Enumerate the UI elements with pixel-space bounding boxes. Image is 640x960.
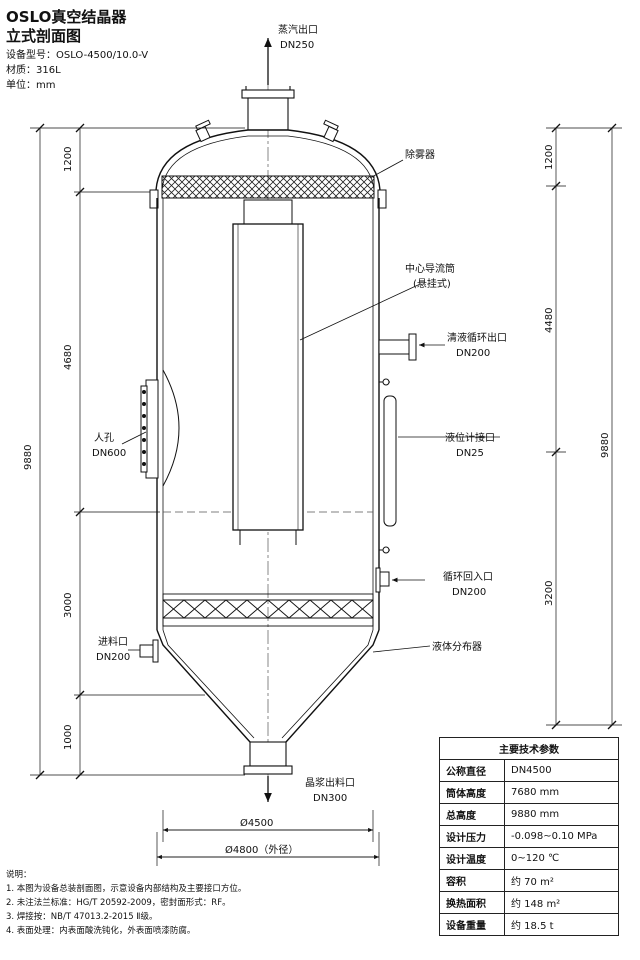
level-gauge-dn: DN25 bbox=[456, 448, 484, 459]
table-row: 容积约 70 m² bbox=[439, 869, 619, 892]
model-number: 设备型号：OSLO-4500/10.0-V bbox=[6, 50, 149, 61]
top-head bbox=[155, 129, 381, 191]
spec-value: 0~120 ℃ bbox=[504, 847, 619, 870]
spec-key: 公称直径 bbox=[439, 759, 505, 782]
slurry-outlet-dn: DN300 bbox=[313, 793, 347, 804]
spec-value: 9880 mm bbox=[504, 803, 619, 826]
slurry-outlet-nozzle bbox=[243, 741, 293, 775]
liquor-outlet-dn: DN200 bbox=[456, 348, 490, 359]
drawing-subtitle: 立式剖面图 bbox=[6, 27, 82, 45]
level-gauge bbox=[379, 378, 397, 554]
spec-table-title: 主要技术参数 bbox=[439, 737, 619, 760]
dim-outer-diameter: Ø4800（外径） bbox=[225, 843, 298, 856]
center-draft-tube bbox=[232, 199, 304, 545]
dim-left-3000: 3000 bbox=[63, 593, 74, 618]
unit-spec: 单位：mm bbox=[6, 80, 56, 91]
return-inlet-dn: DN200 bbox=[452, 587, 486, 598]
notes-title: 说明： bbox=[6, 870, 32, 880]
spec-value: 7680 mm bbox=[504, 781, 619, 804]
spec-key: 筒体高度 bbox=[439, 781, 505, 804]
note-4: 4. 表面处理：内表面酸洗钝化，外表面喷漆防腐。 bbox=[6, 926, 196, 936]
dim-left-1000: 1000 bbox=[63, 725, 74, 750]
feed-inlet-label: 进料口 bbox=[98, 635, 128, 648]
table-row: 换热面积约 148 m² bbox=[439, 891, 619, 914]
dim-inner-diameter: Ø4500 bbox=[240, 817, 273, 829]
table-row: 设备重量约 18.5 t bbox=[439, 913, 619, 936]
dim-right-4480: 4480 bbox=[544, 308, 555, 333]
note-1: 1. 本图为设备总装剖面图，示意设备内部结构及主要接口方位。 bbox=[6, 884, 247, 894]
body-flange-left bbox=[149, 189, 159, 209]
notes-block: 说明： 1. 本图为设备总装剖面图，示意设备内部结构及主要接口方位。 2. 未注… bbox=[6, 868, 246, 938]
spec-key: 总高度 bbox=[439, 803, 505, 826]
dim-right-total: 9880 bbox=[600, 433, 611, 458]
slurry-outlet-label: 晶浆出料口 bbox=[305, 776, 355, 789]
spec-value: 约 70 m² bbox=[504, 869, 619, 892]
return-inlet-nozzle bbox=[375, 567, 390, 593]
head-nozzle-left bbox=[195, 119, 211, 143]
head-nozzle-right bbox=[323, 119, 339, 143]
demister-label: 除雾器 bbox=[405, 148, 435, 161]
feed-inlet-nozzle bbox=[139, 639, 159, 663]
spec-key: 设备重量 bbox=[439, 913, 505, 936]
dim-right-1200: 1200 bbox=[544, 145, 555, 170]
note-3: 3. 焊接按：NB/T 47013.2-2015 Ⅱ级。 bbox=[6, 912, 158, 922]
vapor-outlet-dn: DN250 bbox=[280, 40, 314, 51]
feed-inlet-dn: DN200 bbox=[96, 652, 130, 663]
demister-pad bbox=[161, 175, 375, 199]
liquid-distributor bbox=[162, 593, 374, 627]
bottom-cone bbox=[156, 629, 380, 743]
distributor-label: 液体分布器 bbox=[432, 640, 482, 653]
dim-left-1200: 1200 bbox=[63, 147, 74, 172]
center-tube-label: 中心导流筒 bbox=[405, 262, 455, 275]
material-spec: 材质：316L bbox=[6, 65, 61, 76]
manhole-label: 人孔 bbox=[94, 432, 114, 444]
spec-value: 约 148 m² bbox=[504, 891, 619, 914]
drawing-title: OSLO真空结晶器 bbox=[6, 8, 127, 26]
vapor-outlet-label: 蒸汽出口 bbox=[278, 23, 318, 36]
spec-value: DN4500 bbox=[504, 759, 619, 782]
level-gauge-label: 液位计接口 bbox=[445, 431, 495, 444]
return-inlet-label: 循环回入口 bbox=[443, 570, 493, 583]
dim-left-4680: 4680 bbox=[63, 345, 74, 370]
spec-key: 设计压力 bbox=[439, 825, 505, 848]
center-tube-note: (悬挂式) bbox=[413, 277, 451, 290]
spec-key: 换热面积 bbox=[439, 891, 505, 914]
manhole-dn: DN600 bbox=[92, 448, 126, 459]
vapor-outlet-nozzle bbox=[241, 86, 295, 131]
spec-value: -0.098~0.10 MPa bbox=[504, 825, 619, 848]
manhole bbox=[140, 369, 180, 487]
table-row: 设计压力-0.098~0.10 MPa bbox=[439, 825, 619, 848]
body-flange-right bbox=[377, 189, 387, 209]
dim-right-3200: 3200 bbox=[544, 581, 555, 606]
liquor-outlet-label: 清液循环出口 bbox=[447, 331, 507, 344]
spec-key: 容积 bbox=[439, 869, 505, 892]
spec-value: 约 18.5 t bbox=[504, 913, 619, 936]
dim-left-total: 9880 bbox=[23, 445, 34, 470]
liquor-outlet-nozzle bbox=[378, 333, 417, 361]
note-2: 2. 未注法兰标准：HG/T 20592-2009，密封面形式：RF。 bbox=[6, 898, 231, 908]
title-block: OSLO真空结晶器 立式剖面图 设备型号：OSLO-4500/10.0-V 材质… bbox=[6, 8, 148, 93]
spec-key: 设计温度 bbox=[439, 847, 505, 870]
